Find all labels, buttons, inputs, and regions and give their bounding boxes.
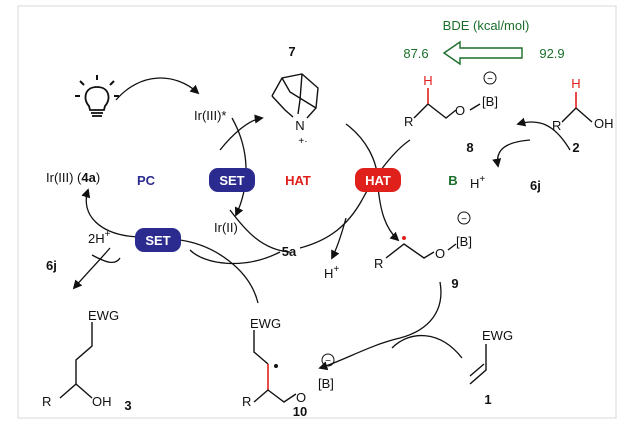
- compound-10-charge: [321, 353, 335, 367]
- proton-deprotonation-label: H+: [470, 174, 485, 191]
- set-badge-lower: [135, 228, 181, 252]
- compound-2-number: 2: [572, 140, 579, 155]
- compound-3-structure: [59, 322, 93, 399]
- compound-9-b: [B]: [456, 234, 472, 249]
- bde-title: BDE (kcal/mol): [443, 18, 530, 33]
- radical-dot-9: [402, 236, 406, 240]
- proton-release-label: H+: [324, 264, 339, 281]
- compound-10-b: [B]: [318, 376, 334, 391]
- arrow-proton-release: [331, 217, 347, 260]
- compound-3-ewg: EWG: [88, 308, 119, 323]
- cycle-label-pc: PC: [137, 173, 156, 188]
- hat-badge: [355, 168, 401, 192]
- compound-10-r: R: [242, 394, 251, 409]
- arrow-alkene-approach: [391, 335, 463, 359]
- lightbulb-icon: [75, 75, 119, 117]
- svg-text:−: −: [461, 214, 467, 225]
- compound-5a-number: 5a: [282, 244, 297, 259]
- ir-ground-label: Ir(III) (4a): [46, 170, 100, 185]
- radical-dot-10: [274, 364, 278, 368]
- svg-text:−: −: [325, 356, 331, 367]
- svg-text:−: −: [487, 74, 493, 85]
- arrow-quinuclidine-oxidation: [189, 249, 281, 265]
- compound-3-number: 3: [124, 398, 131, 413]
- two-proton-label: 2H+: [88, 229, 111, 246]
- bde-value-right: 92.9: [539, 46, 564, 61]
- compound-10-o: O: [296, 390, 306, 405]
- compound-9-o: O: [435, 246, 445, 261]
- bde-value-left: 87.6: [403, 46, 428, 61]
- compound-8-b: [B]: [482, 94, 498, 109]
- compound-1-number: 1: [484, 392, 491, 407]
- arrow-ir-regeneration: [81, 188, 139, 238]
- quinuclidine-n: N: [295, 118, 304, 133]
- radical-cation-mark: +·: [298, 136, 307, 147]
- compound-9-number: 9: [451, 276, 458, 291]
- arrow-deprotonation: [492, 139, 531, 168]
- arrow-5a-formation: [229, 209, 291, 253]
- compound-2-structure: [561, 92, 593, 123]
- compound-10-ewg: EWG: [250, 316, 281, 331]
- arrow-to-6j-lower: [72, 247, 111, 290]
- compound-3-oh: OH: [92, 394, 112, 409]
- compound-8-r: R: [404, 114, 413, 129]
- compound-8-o: O: [455, 103, 465, 118]
- compound-1-structure: [469, 344, 487, 385]
- compound-10-structure: [253, 330, 297, 403]
- compound-1-ewg: EWG: [482, 328, 513, 343]
- arrow-2h-uptake: [91, 254, 121, 264]
- compound-9-structure: [385, 243, 457, 259]
- ir-excited-label: Ir(III)*: [194, 108, 227, 123]
- svg-text:SET: SET: [219, 173, 244, 188]
- quinuclidine-structure: [271, 73, 319, 119]
- compound-9-r: R: [374, 256, 383, 271]
- compound-2-r: R: [552, 118, 561, 133]
- cycle-label-b: B: [448, 173, 457, 188]
- base-6j-lower: 6j: [46, 258, 57, 273]
- svg-text:HAT: HAT: [365, 173, 391, 188]
- arrow-radical-addition: [399, 281, 442, 339]
- arrow-5a-to-hat: [299, 199, 363, 249]
- arrow-hat-from-8: [361, 139, 411, 201]
- compound-8-h: H: [423, 73, 432, 88]
- figure-frame: [17, 5, 617, 419]
- compound-2-h: H: [571, 76, 580, 91]
- compound-8-structure: [413, 88, 481, 119]
- compound-7-number: 7: [288, 44, 295, 59]
- arrow-radical-reduction: [179, 239, 259, 304]
- base-6j-upper: 6j: [530, 178, 541, 193]
- arrow-to-product-10: [318, 337, 401, 371]
- svg-text:SET: SET: [145, 233, 170, 248]
- compound-10-number: 10: [293, 404, 307, 419]
- set-badge-upper: [209, 168, 255, 192]
- ir-reduced-label: Ir(II): [214, 220, 238, 235]
- compound-8-number: 8: [466, 140, 473, 155]
- arrow-alcohol-binding: [516, 117, 571, 151]
- compound-2-oh: OH: [594, 116, 614, 131]
- compound-3-r: R: [42, 394, 51, 409]
- hollow-arrow-left-icon: [442, 40, 523, 66]
- cycle-label-hat: HAT: [285, 173, 311, 188]
- arrow-to-radical-9: [377, 185, 400, 242]
- compound-9-charge: [457, 211, 471, 225]
- arrow-ir-reduction: [231, 117, 247, 217]
- arrow-excitation: [115, 77, 200, 101]
- compound-8-charge: [483, 71, 497, 85]
- arrow-to-quinuclidine: [219, 114, 264, 151]
